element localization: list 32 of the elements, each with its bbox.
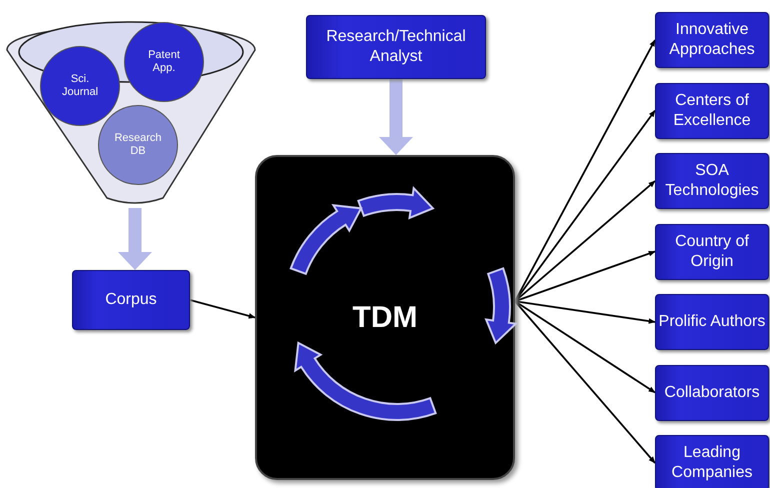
process-box: [655, 12, 769, 68]
node-label: Research/Technical Analyst: [325, 27, 467, 67]
node-label: SOA Technologies: [664, 161, 760, 201]
node-label: Leading Companies: [670, 443, 754, 483]
node-label: Prolific Authors: [658, 312, 766, 332]
node-label: Collaborators: [664, 382, 760, 402]
node-label: TDM: [352, 300, 418, 334]
block-arrow: [379, 79, 413, 155]
process-box: [655, 82, 769, 138]
arrow: [514, 300, 656, 394]
arrow: [514, 250, 656, 302]
node-label: Sci. Journal: [60, 73, 100, 99]
process-box: [255, 155, 515, 480]
process-box: [655, 435, 769, 488]
arrow: [514, 300, 656, 464]
node-label: Country of Origin: [674, 232, 750, 272]
arrow: [514, 300, 656, 324]
process-box: [306, 15, 486, 79]
block-arrow: [118, 208, 152, 270]
node-label: Innovative Approaches: [668, 20, 756, 60]
arrow: [514, 180, 656, 302]
process-box: [655, 364, 769, 420]
process-box: [655, 294, 769, 350]
arrow: [190, 299, 256, 319]
node-label: Patent App.: [147, 49, 181, 75]
arrow: [514, 39, 656, 302]
process-box: [72, 270, 190, 330]
node-label: Research DB: [113, 132, 163, 158]
process-box: [655, 153, 769, 209]
node-label: Corpus: [105, 290, 157, 310]
node-label: Centers of Excellence: [672, 90, 752, 130]
process-box: [655, 224, 769, 280]
